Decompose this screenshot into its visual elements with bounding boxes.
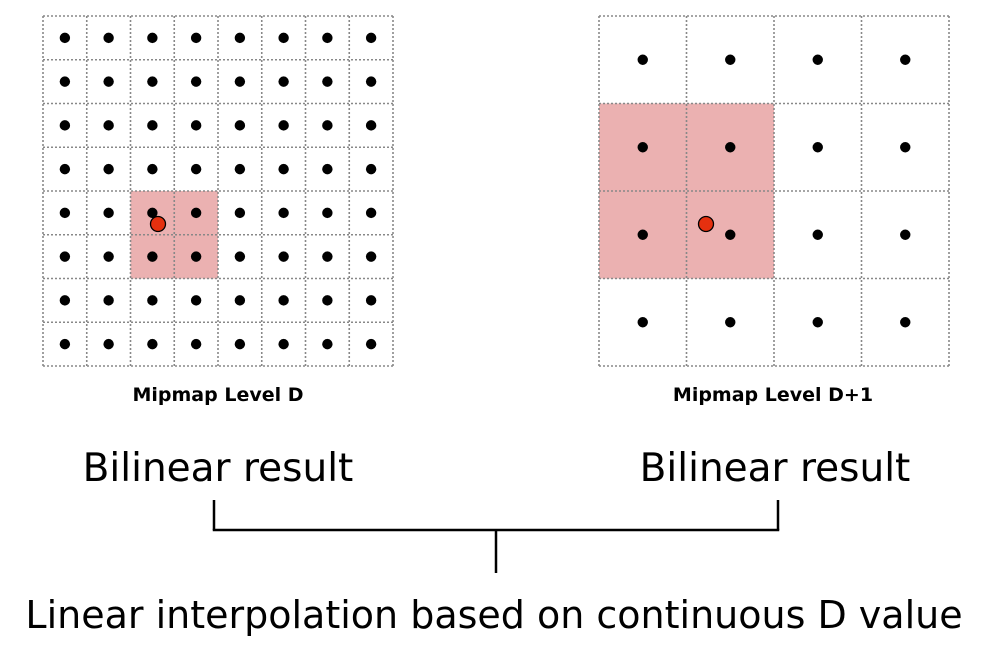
level-d-texel-dot [190,338,202,350]
bilinear-result-left: Bilinear result [82,446,354,491]
level-d-texel-dot [365,338,377,350]
linear-interpolation-caption: Linear interpolation based on continuous… [25,593,963,637]
level-d1-texel-dot [812,142,823,153]
level-d1-texel-dot [900,54,911,65]
level-d-texel-dot [103,295,114,306]
level-d-texel-dot [278,163,289,175]
level-d-texel-dot [322,207,333,219]
level-d-texel-dot [322,76,333,87]
level-d-texel-dot [147,338,158,350]
level-d-texel-dot [365,76,377,87]
level-d-texel-dot [147,120,158,131]
level-d1-texel-dot [637,142,648,153]
level-d-texel-dot [234,207,246,219]
bilinear-result-right: Bilinear result [639,446,911,491]
level-d-texel-dot [365,207,377,219]
level-d1-texel-dot [812,317,823,328]
level-d-texel-dot [59,207,71,219]
level-d-texel-dot [365,32,377,44]
level-d-texel-dot [234,32,246,44]
level-d-texel-dot [322,295,333,306]
level-d1-texel-dot [725,317,736,328]
level-d-texel-dot [59,338,71,350]
level-d1-texel-dot [725,54,736,65]
level-d-texel-dot [365,120,377,131]
level-d-texel-dot [234,76,246,87]
level-d-texel-dot [190,76,202,87]
level-d-texel-dot [103,76,114,87]
level-d-texel-dot [190,120,202,131]
level-d-texel-dot [59,251,71,262]
level-d-texel-dot [190,295,202,306]
level-d1-texel-dot [725,142,736,153]
level-d-texel-dot [278,338,289,350]
level-d1-texel-dot [637,229,648,240]
level-d-texel-dot [147,207,158,219]
level-d-texel-dot [147,163,158,175]
level-d-texel-dot [59,120,71,131]
level-d-texel-dot [59,32,71,44]
level-d1-texel-dot [725,229,736,240]
level-d-sample-point [149,215,167,233]
level-d-texel-dot [59,76,71,87]
level-d-texel-dot [278,251,289,262]
mipmap-level-d-grid [42,15,394,367]
level-d-texel-dot [234,251,246,262]
level-d-texel-dot [190,207,202,219]
level-d1-texel-dot [812,54,823,65]
level-d-texel-dot [278,207,289,219]
level-d-texel-dot [103,32,114,44]
level-d-texel-dot [278,76,289,87]
caption-level-d-plus-1: Mipmap Level D+1 [672,384,874,406]
level-d-texel-dot [278,120,289,131]
level-d-texel-dot [322,163,333,175]
level-d-texel-dot [59,163,71,175]
level-d-texel-dot [190,32,202,44]
level-d1-texel-dot [900,229,911,240]
level-d1-texel-dot [812,229,823,240]
combine-bracket [212,500,780,573]
level-d-texel-dot [278,295,289,306]
level-d-texel-dot [103,163,114,175]
level-d-texel-dot [322,120,333,131]
level-d-texel-dot [147,32,158,44]
level-d1-texel-dot [637,317,648,328]
level-d-texel-dot [190,163,202,175]
level-d-texel-dot [234,295,246,306]
mipmap-level-d-plus-1-grid [598,15,950,367]
level-d-texel-dot [278,32,289,44]
level-d-texel-dot [147,76,158,87]
level-d-texel-dot [103,207,114,219]
level-d-texel-dot [103,338,114,350]
level-d1-sample-point [697,215,715,233]
level-d-texel-dot [365,251,377,262]
level-d1-texel-dot [900,142,911,153]
level-d-texel-dot [147,295,158,306]
level-d-texel-dot [322,251,333,262]
level-d-texel-dot [103,251,114,262]
level-d-texel-dot [365,163,377,175]
level-d-texel-dot [147,251,158,262]
level-d-texel-dot [234,120,246,131]
caption-level-d: Mipmap Level D [132,384,304,406]
level-d1-texel-dot [637,54,648,65]
level-d-texel-dot [190,251,202,262]
level-d-texel-dot [59,295,71,306]
level-d-texel-dot [322,338,333,350]
level-d-texel-dot [103,120,114,131]
level-d-texel-dot [234,163,246,175]
level-d-texel-dot [234,338,246,350]
level-d1-texel-dot [900,317,911,328]
level-d-texel-dot [322,32,333,44]
level-d-texel-dot [365,295,377,306]
